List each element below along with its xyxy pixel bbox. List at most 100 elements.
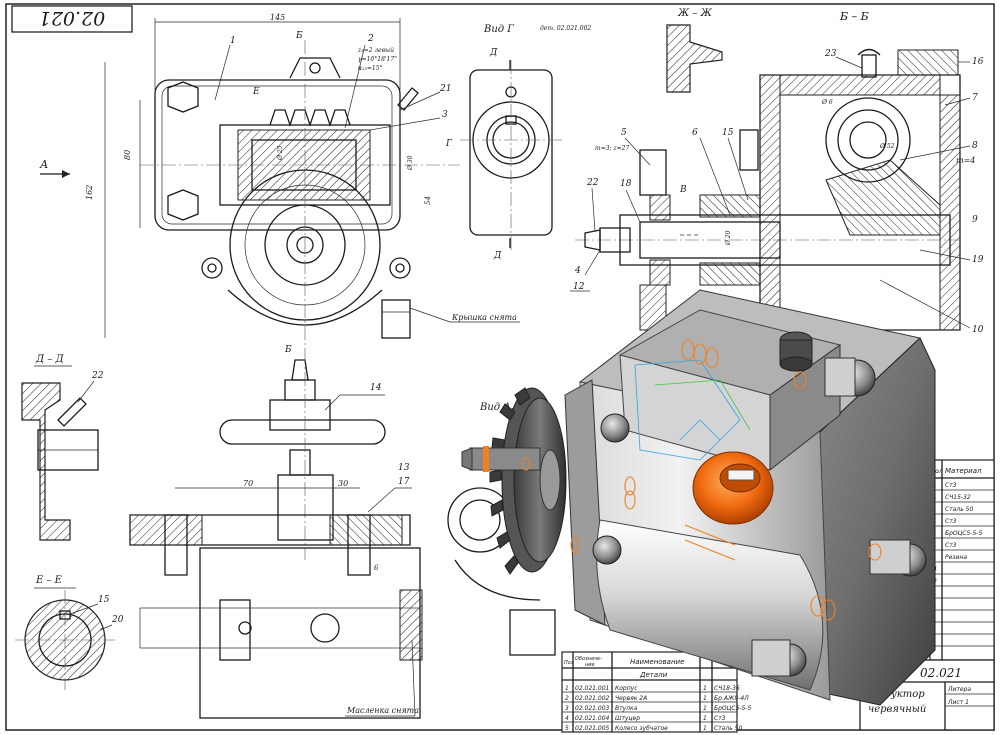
title-block-lit: Литера [947, 686, 971, 693]
svg-text:3: 3 [565, 705, 569, 712]
label-15: 15 [722, 128, 734, 138]
svg-text:Ст3: Ст3 [945, 482, 957, 489]
label-G: Г [445, 139, 453, 149]
bottom-view: 70 30 14 13 17 6 Масленка снята [129, 350, 423, 719]
cover-removed-label: Крышка снята [451, 313, 517, 322]
title-block-sheet: Лист 1 [947, 699, 969, 706]
table-row: 2 02.021.002 Червяк 2А 1 Бр.АЖ9-4Л [565, 695, 749, 702]
label-22: 22 [586, 178, 599, 188]
table-row: 5 02.021.005 Колесо зубчатое 1 Сталь 50 [565, 725, 742, 732]
svg-text:Корпус: Корпус [615, 685, 638, 692]
view-a-label: Вид А [479, 402, 511, 413]
table-header-pos: Поз [564, 660, 574, 666]
worm-spec-2: γ=10°18'17" [358, 56, 397, 63]
svg-text:2: 2 [565, 695, 569, 702]
svg-text:БрОЦС5-5-5: БрОЦС5-5-5 [714, 705, 751, 712]
dim-54: 54 [424, 196, 432, 205]
svg-text:Штуцер: Штуцер [615, 715, 640, 722]
svg-text:1: 1 [703, 715, 707, 722]
section-bb-dia: Ø 52 [879, 143, 895, 150]
view-arrow-A-label: А [39, 158, 48, 171]
section-ee: Е – Е 15 20 [15, 575, 124, 690]
svg-text:02.021.005: 02.021.005 [575, 725, 610, 732]
material-col-qty-header: Кол [931, 468, 943, 475]
svg-text:БрОЦС5-5-5: БрОЦС5-5-5 [945, 530, 982, 537]
svg-text:1: 1 [703, 685, 707, 692]
section-bb: Б – Б 23 16 7 8 m=4 9 19 10 Ø 6 Ø 52 [759, 10, 984, 335]
section-dd-title: Д – Д [35, 354, 64, 365]
dim-80: 80 [123, 150, 132, 160]
label-7: 7 [972, 93, 978, 103]
label-22-dd: 22 [91, 371, 104, 381]
label-18: 18 [620, 179, 632, 189]
section-zh: Ж – Ж [666, 8, 723, 93]
sheet-frame [5, 3, 995, 731]
dim-145: 145 [270, 13, 285, 22]
table-row: 1 02.021.001 Корпус 1 СЧ18-36 [565, 685, 740, 692]
parts-table: Поз Обозначе- ние Наименование Детали 1 … [561, 651, 751, 733]
label-14: 14 [370, 383, 382, 393]
material-col-header: Материал [945, 467, 982, 475]
svg-text:02.021.002: 02.021.002 [575, 695, 610, 702]
svg-text:1: 1 [565, 685, 569, 692]
svg-text:Червяк 2А: Червяк 2А [615, 695, 647, 702]
3d-model [461, 289, 936, 706]
section-zh-title: Ж – Ж [677, 8, 713, 19]
title-block-number: 02.021 [920, 666, 962, 680]
svg-text:Сталь 50: Сталь 50 [945, 506, 973, 513]
table-header-designation-2: ние [585, 662, 595, 668]
label-8: 8 [972, 141, 978, 151]
dim-30: 30 [338, 479, 348, 488]
label-10: 10 [972, 325, 984, 335]
label-3: 3 [442, 110, 448, 120]
title-line-1: Редуктор [871, 689, 925, 700]
section-ee-title: Е – Е [35, 575, 63, 586]
label-B-bottom: Б [284, 345, 292, 355]
label-13: 13 [398, 463, 410, 473]
svg-text:1: 1 [703, 725, 707, 732]
svg-text:Колесо зубчатое: Колесо зубчатое [615, 725, 668, 732]
table-row: 3 02.021.003 Втулка 1 БрОЦС5-5-5 [565, 705, 751, 712]
hidden-springs [521, 339, 882, 621]
svg-text:02.021.001: 02.021.001 [575, 685, 609, 692]
svg-text:5: 5 [565, 725, 569, 732]
svg-text:СЧ15-32: СЧ15-32 [945, 494, 971, 501]
table-section: Детали [639, 671, 668, 679]
highlighted-bushing [692, 451, 774, 525]
view-g-cut-bottom: Д [493, 251, 502, 261]
label-m4: m=4 [956, 156, 975, 165]
label-B-top: Б [295, 31, 303, 41]
view-g-title: Вид Г [483, 24, 514, 35]
svg-text:4: 4 [565, 715, 569, 722]
label-5: 5 [621, 128, 627, 138]
view-a-partial [447, 487, 556, 656]
sheet-number-stamp: 02.021 [11, 5, 133, 33]
label-2: 2 [367, 34, 374, 44]
label-21: 21 [439, 84, 451, 94]
svg-text:Ст3: Ст3 [945, 542, 957, 549]
label-19: 19 [972, 255, 984, 265]
svg-text:Ст3: Ст3 [945, 518, 957, 525]
view-g: Вид Г дет. 02.021.002 Д Д [460, 24, 591, 261]
label-V: В [679, 185, 687, 195]
dim-d30: Ø 30 [407, 155, 414, 171]
title-line-2: червячный [868, 704, 926, 715]
svg-text:02.021.004: 02.021.004 [575, 715, 610, 722]
view-g-cut-top: Д [489, 48, 498, 58]
worm-spec-1: z₁=2 левый [357, 47, 394, 54]
label-1: 1 [230, 36, 236, 46]
oil-removed-label: Масленка снята [346, 706, 419, 715]
table-header-designation: Обозначе- [575, 656, 602, 662]
worm-spec-3: α₁₂=15° [358, 65, 383, 72]
worm-gear-3d [489, 387, 567, 575]
main-view: 145 162 80 [39, 13, 520, 355]
shaft-dia: Ø 20 [725, 230, 732, 246]
label-16: 16 [972, 57, 984, 67]
dim-d25: Ø 25 [277, 145, 284, 161]
table-row: 4 02.021.004 Штуцер 1 Ст3 [565, 715, 726, 722]
table-header-name: Наименование [630, 658, 684, 666]
